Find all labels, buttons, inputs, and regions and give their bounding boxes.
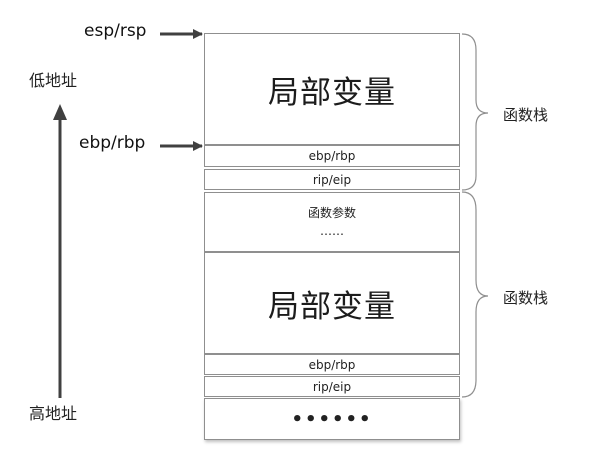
- saved-ebp-box-2: ebp/rbp: [204, 354, 460, 375]
- saved-ebp-label-2: ebp/rbp: [308, 357, 356, 372]
- local-vars-box-1: 局部变量: [204, 33, 460, 145]
- brace-frame-2: [461, 191, 489, 398]
- return-addr-label-1: rip/eip: [312, 172, 352, 187]
- address-arrow-head: [53, 104, 67, 120]
- local-vars-label-1: 局部变量: [268, 74, 396, 111]
- local-vars-label-2: 局部变量: [268, 288, 396, 325]
- params-title: 函数参数: [307, 206, 356, 220]
- saved-ebp-label-1: ebp/rbp: [308, 149, 356, 163]
- ebp-rbp-label: ebp/rbp: [79, 133, 146, 153]
- brace-frame-1: [461, 33, 489, 191]
- high-address-label: 高地址: [29, 404, 78, 423]
- return-addr-box-2: rip/eip: [204, 376, 460, 397]
- saved-ebp-box-1: ebp/rbp: [204, 145, 460, 167]
- bottom-ellipsis: ••••••: [291, 408, 373, 430]
- bottom-ellipsis-box: ••••••: [204, 398, 460, 440]
- frame-2-label: 函数栈: [503, 289, 549, 307]
- return-addr-label-2: rip/eip: [312, 379, 352, 394]
- params-dots: ……: [320, 224, 344, 238]
- params-box: 函数参数 ……: [204, 192, 460, 252]
- low-address-label: 低地址: [29, 71, 78, 90]
- frame-1-label: 函数栈: [503, 106, 549, 124]
- esp-rsp-label: esp/rsp: [84, 21, 147, 41]
- return-addr-box-1: rip/eip: [204, 169, 460, 190]
- local-vars-box-2: 局部变量: [204, 252, 460, 354]
